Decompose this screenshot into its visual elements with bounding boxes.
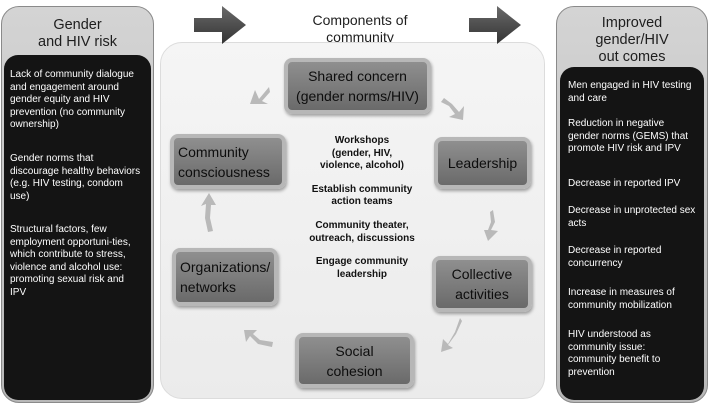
activity-action-teams-line-1: Establish community <box>311 183 413 195</box>
organizations-networks-label-line-1: Organizations/ <box>180 259 271 275</box>
activity-action-teams: Establish community action teams <box>295 184 429 209</box>
cycle-arrow-icon <box>484 210 498 241</box>
mobilization-activities: Workshops (gender, HIV, violence, alcoho… <box>295 135 429 292</box>
cycle-arrow-icon <box>441 318 462 352</box>
gender-hiv-risk-title-line-1: Gender <box>53 17 102 33</box>
activity-workshops-line-2: (gender, HIV, <box>331 147 393 159</box>
gender-hiv-risk-title-line-2: and HIV risk <box>38 34 117 50</box>
improved-outcomes-title-line-1: Improved <box>601 15 663 31</box>
gender-hiv-risk-title: Gender and HIV risk <box>2 17 153 51</box>
right-arrow-icon <box>194 6 246 44</box>
activity-engage-leadership-line-1: Engage community <box>315 256 409 268</box>
improved-outcomes-title-line-2: gender/HIV <box>595 32 669 48</box>
social-cohesion-label-line-2: cohesion <box>326 362 383 379</box>
activity-workshops: Workshops (gender, HIV, violence, alcoho… <box>295 135 429 173</box>
outcome-item: Increase in measures of community mobili… <box>568 287 675 311</box>
outcome-item: Decrease in reported concurrency <box>568 245 662 269</box>
cycle-arrow-icon <box>250 87 270 104</box>
activity-action-teams-line-2: action teams <box>331 196 393 208</box>
risk-item: Gender norms that discourage healthy beh… <box>10 153 141 202</box>
activity-community-theater: Community theater, outreach, discussions <box>295 220 429 245</box>
gender-hiv-risk-list: Lack of community dialogue and engagemen… <box>4 55 151 400</box>
collective-activities-label: Collective activities <box>452 264 513 304</box>
leadership-label: Leadership <box>447 155 518 171</box>
activity-community-theater-line-2: outreach, discussions <box>309 232 415 244</box>
risk-item: Structural factors, few employment oppor… <box>10 224 131 298</box>
collective-activities-label-line-2: activities <box>455 286 509 302</box>
shared-concern-label-line-2: (gender norms/HIV) <box>296 88 419 104</box>
community-consciousness-label-line-1: Community <box>178 143 249 160</box>
outcome-item: Reduction in negative gender norms (GEMS… <box>568 118 689 155</box>
social-cohesion-label-line-1: Social <box>335 342 374 359</box>
community-consciousness-label-line-2: consciousness <box>178 163 270 180</box>
activity-engage-leadership-line-2: leadership <box>336 268 388 280</box>
outcome-item: Decrease in unprotected sex acts <box>568 205 696 229</box>
organizations-networks-node: Organizations/ networks <box>172 248 278 306</box>
activity-engage-leadership: Engage community leadership <box>295 256 429 281</box>
improved-outcomes-title: Improved gender/HIV out comes <box>557 15 707 66</box>
shared-concern-label: Shared concern (gender norms/HIV) <box>296 66 419 106</box>
activity-workshops-line-3: violence, alcohol) <box>320 160 404 172</box>
community-consciousness-node: Community consciousness <box>170 134 286 189</box>
organizations-networks-label: Organizations/ networks <box>180 257 270 297</box>
shared-concern-node: Shared concern (gender norms/HIV) <box>284 58 431 114</box>
improved-outcomes-title-line-3: out comes <box>598 49 666 65</box>
right-arrow-icon <box>469 6 521 44</box>
cycle-arrow-icon <box>201 193 216 232</box>
gender-hiv-risk-panel: Gender and HIV risk Lack of community di… <box>1 6 154 403</box>
activity-community-theater-line-1: Community theater, <box>315 219 409 231</box>
community-consciousness-label: Community consciousness <box>178 142 270 182</box>
improved-outcomes-list: Men engaged in HIV testing and care Redu… <box>560 67 704 400</box>
leadership-node: Leadership <box>434 137 531 189</box>
cycle-arrow-icon <box>244 330 273 347</box>
cycle-arrow-icon <box>441 98 464 120</box>
collective-activities-node: Collective activities <box>432 256 532 312</box>
outcome-item: Decrease in reported IPV <box>568 178 681 189</box>
outcome-item: Men engaged in HIV testing and care <box>568 80 692 104</box>
activity-workshops-line-1: Workshops <box>334 135 390 146</box>
social-cohesion-label: Social cohesion <box>326 341 382 381</box>
social-cohesion-node: Social cohesion <box>295 333 414 388</box>
outcome-item: HIV understood as community issue: commu… <box>568 329 661 378</box>
organizations-networks-label-line-2: networks <box>180 279 237 295</box>
improved-outcomes-panel: Improved gender/HIV out comes Men engage… <box>556 6 708 403</box>
risk-item: Lack of community dialogue and engagemen… <box>10 69 134 131</box>
collective-activities-label-line-1: Collective <box>451 266 513 282</box>
shared-concern-label-line-1: Shared concern <box>308 68 407 84</box>
community-mobilization-title-line-1: Components of <box>312 12 408 28</box>
